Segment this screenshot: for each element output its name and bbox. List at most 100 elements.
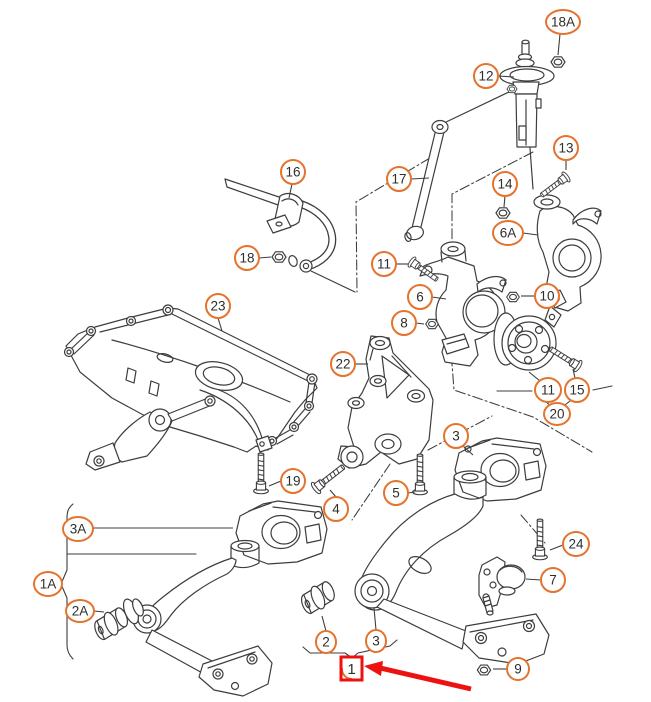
callout-23[interactable]: 23 <box>205 293 231 332</box>
callout-bubble <box>383 480 409 506</box>
callout-7[interactable]: 7 <box>525 567 566 593</box>
highlighted-callout-1[interactable]: 1 <box>339 655 472 692</box>
callout-leader-line <box>462 445 474 456</box>
callout-6[interactable]: 6 <box>407 284 447 310</box>
callout-label: 23 <box>210 299 225 314</box>
callout-11b[interactable]: 11 <box>528 371 562 403</box>
callout-2[interactable]: 2 <box>315 615 337 654</box>
callout-9[interactable]: 9 <box>493 657 530 681</box>
stabilizer-link-drawing <box>404 90 512 243</box>
callout-10[interactable]: 10 <box>521 283 560 309</box>
callout-leader-line <box>522 232 539 236</box>
callout-3a[interactable]: 3 <box>443 423 474 456</box>
callout-leader-line <box>528 371 541 382</box>
callout-13[interactable]: 13 <box>553 135 579 170</box>
callout-3b[interactable]: 3 <box>365 607 387 653</box>
callout-12[interactable]: 12 <box>473 63 515 89</box>
callout-3A[interactable]: 3A <box>62 516 233 542</box>
control-arm-left-drawing <box>132 539 273 697</box>
callout-label: 18A <box>551 15 575 30</box>
callout-bubble <box>562 531 590 557</box>
callout-18[interactable]: 18 <box>234 245 272 271</box>
callout-bubble <box>371 251 397 277</box>
callout-label: 11 <box>377 257 391 272</box>
callout-leader-line <box>217 317 223 332</box>
callout-17[interactable]: 17 <box>386 166 430 192</box>
callout-4[interactable]: 4 <box>323 489 349 522</box>
nut-14-drawing <box>495 207 511 219</box>
callout-leader-line <box>572 368 576 379</box>
callout-14[interactable]: 14 <box>492 171 518 208</box>
callout-label: 3 <box>372 634 380 649</box>
steering-knuckle-left-drawing <box>419 241 507 367</box>
callout-label: 20 <box>549 407 564 422</box>
callout-leader-line <box>497 75 515 78</box>
callout-bubble <box>330 351 356 377</box>
callout-bubble <box>280 159 306 185</box>
callout-bubble <box>323 496 349 522</box>
callout-bubble <box>492 220 524 246</box>
callout-bubble <box>407 284 433 310</box>
callout-label: 14 <box>497 177 513 192</box>
callout-2A[interactable]: 2A <box>65 599 105 623</box>
callout-bubble <box>564 377 590 403</box>
callout-bubble <box>473 63 499 89</box>
callout-19[interactable]: 19 <box>268 468 306 494</box>
callout-label: 17 <box>391 172 406 187</box>
callout-label: 18 <box>239 251 254 266</box>
callout-11a[interactable]: 11 <box>371 251 408 277</box>
callout-bubble <box>534 377 562 403</box>
callout-leader-line <box>288 183 293 199</box>
callout-label: 4 <box>332 502 340 517</box>
callout-bubble <box>33 571 63 597</box>
callout-8[interactable]: 8 <box>391 310 425 336</box>
callout-bubble <box>545 9 581 35</box>
callout-label: 13 <box>558 141 573 156</box>
callout-leader-line <box>503 195 506 208</box>
callout-15[interactable]: 15 <box>564 368 590 403</box>
callout-20[interactable]: 20 <box>543 402 571 426</box>
nut-18a-drawing <box>550 56 566 68</box>
callout-bubble <box>365 629 387 653</box>
callout-bubble <box>492 171 518 197</box>
stabilizer-bar-drawing <box>224 178 356 293</box>
callout-bubble <box>65 599 95 623</box>
callout-5[interactable]: 5 <box>383 480 416 506</box>
bolt-4-drawing <box>309 460 349 496</box>
strut-nut-drawing <box>506 84 518 94</box>
callout-22[interactable]: 22 <box>330 351 368 377</box>
callout-leader-line <box>407 491 416 494</box>
callout-label: 8 <box>400 316 408 331</box>
callout-bubble <box>315 630 337 654</box>
callout-bubble <box>234 245 260 271</box>
callout-bubble <box>553 135 579 161</box>
callout-label: 1A <box>40 577 57 592</box>
ball-joint-drawing <box>478 556 526 616</box>
callout-label: 6A <box>500 226 517 241</box>
callout-16[interactable]: 16 <box>280 159 306 199</box>
callout-leader-line <box>329 489 337 498</box>
callout-label: 9 <box>514 662 522 677</box>
callout-bubble <box>506 657 530 681</box>
subframe-drawing <box>63 304 318 471</box>
callout-24[interactable]: 24 <box>549 531 590 557</box>
highlight-arrow-head <box>364 661 383 676</box>
callout-label: 19 <box>285 474 300 489</box>
wheel-hub-drawing <box>493 312 557 371</box>
callout-6A[interactable]: 6A <box>492 220 539 246</box>
callout-leader-line <box>373 607 377 631</box>
callout-18A[interactable]: 18A <box>545 9 581 56</box>
callout-leader-line <box>268 480 282 487</box>
bolt-19-drawing <box>253 452 269 495</box>
callout-1A[interactable]: 1A <box>33 571 63 597</box>
callout-label: 24 <box>568 537 584 552</box>
arm-bushing-front-right-drawing <box>300 581 335 615</box>
highlight-box <box>339 655 364 682</box>
nut-18-drawing <box>271 251 287 263</box>
callout-bubble <box>62 516 94 542</box>
arm-clamp-bracket-drawing <box>454 437 547 502</box>
callout-leader-line <box>410 177 430 180</box>
callout-leader-line <box>321 615 327 632</box>
